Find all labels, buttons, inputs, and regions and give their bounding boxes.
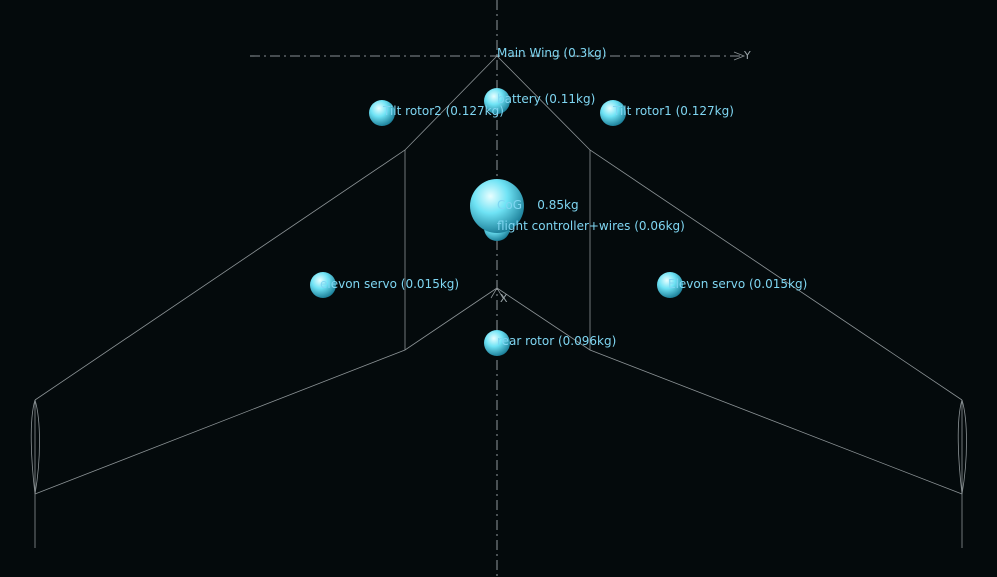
tilt-rotor2-mass-sphere[interactable] xyxy=(369,100,395,126)
elevon-servo-left-mass-sphere[interactable] xyxy=(310,272,336,298)
y-axis-label: Y xyxy=(743,49,751,62)
reference-axes: Y X xyxy=(250,0,751,577)
main-wing-label: Main Wing (0.3kg) xyxy=(497,46,606,60)
battery-label: battery (0.11kg) xyxy=(497,92,595,106)
elevon-servo-right-mass-sphere[interactable] xyxy=(657,272,683,298)
winglet-right xyxy=(957,399,967,495)
elevon-servo-left-label: elevon servo (0.015kg) xyxy=(320,277,459,291)
wing-outline xyxy=(30,55,967,548)
rear-rotor-mass-sphere[interactable] xyxy=(484,330,510,356)
flight-controller-label: flight controller+wires (0.06kg) xyxy=(497,219,685,233)
elevon-servo-right-label: Elevon servo (0.015kg) xyxy=(668,277,807,291)
rear-rotor-label: rear rotor (0.096kg) xyxy=(497,334,616,348)
wing-trailing-edge-left xyxy=(34,287,498,495)
y-axis-arrow-icon xyxy=(733,51,746,61)
mass-labels: Main Wing (0.3kg) battery (0.11kg) Tilt … xyxy=(320,46,807,348)
winglet-left xyxy=(30,399,40,495)
wing-trailing-edge-right xyxy=(496,287,963,495)
tilt-rotor2-label: Tilt rotor2 (0.127kg) xyxy=(382,104,504,118)
x-axis-arrow-icon xyxy=(490,287,504,299)
tilt-rotor1-mass-sphere[interactable] xyxy=(600,100,626,126)
tilt-rotor1-label: Tilt rotor1 (0.127kg) xyxy=(612,104,734,118)
cog-mass-sphere[interactable] xyxy=(470,179,524,233)
mass-markers xyxy=(310,88,683,356)
x-axis-label: X xyxy=(500,292,508,305)
battery-mass-sphere[interactable] xyxy=(484,88,510,114)
cog-label: CoG 0.85kg xyxy=(497,198,579,212)
